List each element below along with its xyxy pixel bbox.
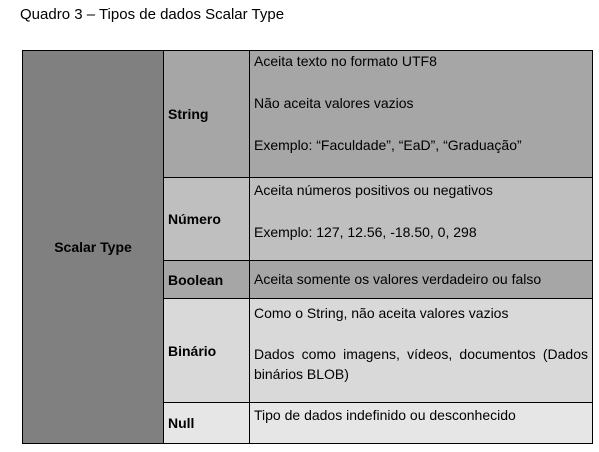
table-row-boolean: Boolean Aceita somente os valores verdad…	[23, 260, 593, 299]
description-line: Exemplo: 127, 12.56, -18.50, 0, 298	[254, 224, 477, 240]
description-line: Aceita texto no formato UTF8	[254, 53, 437, 69]
description-line: Exemplo: “Faculdade”, “EaD”, “Graduação”	[254, 137, 522, 153]
type-label: Null	[168, 415, 195, 431]
description-line: Aceita somente os valores verdadeiro ou …	[254, 271, 542, 287]
group-label: Scalar Type	[54, 239, 132, 255]
table-row-null: Null Tipo de dados indefinido ou desconh…	[23, 402, 593, 444]
description-line: Como o String, não aceita valores vazios	[254, 305, 509, 321]
type-label: Número	[168, 211, 221, 227]
description-cell-binario: Como o String, não aceita valores vazios…	[249, 298, 593, 403]
description-cell-numero: Aceita números positivos ou negativos Ex…	[249, 177, 593, 261]
type-label: Binário	[168, 342, 217, 359]
type-cell-string: String	[163, 50, 250, 178]
description-line: Tipo de dados indefinido ou desconhecido	[254, 407, 516, 423]
type-cell-null: Null	[163, 402, 250, 444]
description-line: Não aceita valores vazios	[254, 95, 414, 111]
type-cell-numero: Número	[163, 177, 250, 261]
table-caption: Quadro 3 – Tipos de dados Scalar Type	[20, 6, 285, 23]
description-line: Dados como imagens, vídeos, documentos (…	[254, 346, 588, 382]
type-cell-boolean: Boolean	[163, 260, 250, 299]
type-label: String	[168, 106, 209, 122]
table-row-string: Scalar Type String Aceita texto no forma…	[22, 50, 593, 444]
type-label: Boolean	[168, 271, 224, 288]
description-cell-null: Tipo de dados indefinido ou desconhecido	[249, 402, 593, 444]
type-cell-binario: Binário	[163, 298, 250, 403]
description-cell-boolean: Aceita somente os valores verdadeiro ou …	[249, 260, 593, 299]
scalar-types-table: Scalar Type String Aceita texto no forma…	[22, 50, 593, 444]
table-row-binario: Binário Como o String, não aceita valore…	[23, 298, 593, 403]
table-row-numero: Número Aceita números positivos ou negat…	[23, 177, 593, 261]
group-label-cell: Scalar Type	[22, 50, 164, 444]
description-cell-string: Aceita texto no formato UTF8 Não aceita …	[249, 50, 593, 178]
description-line: Aceita números positivos ou negativos	[254, 182, 493, 198]
